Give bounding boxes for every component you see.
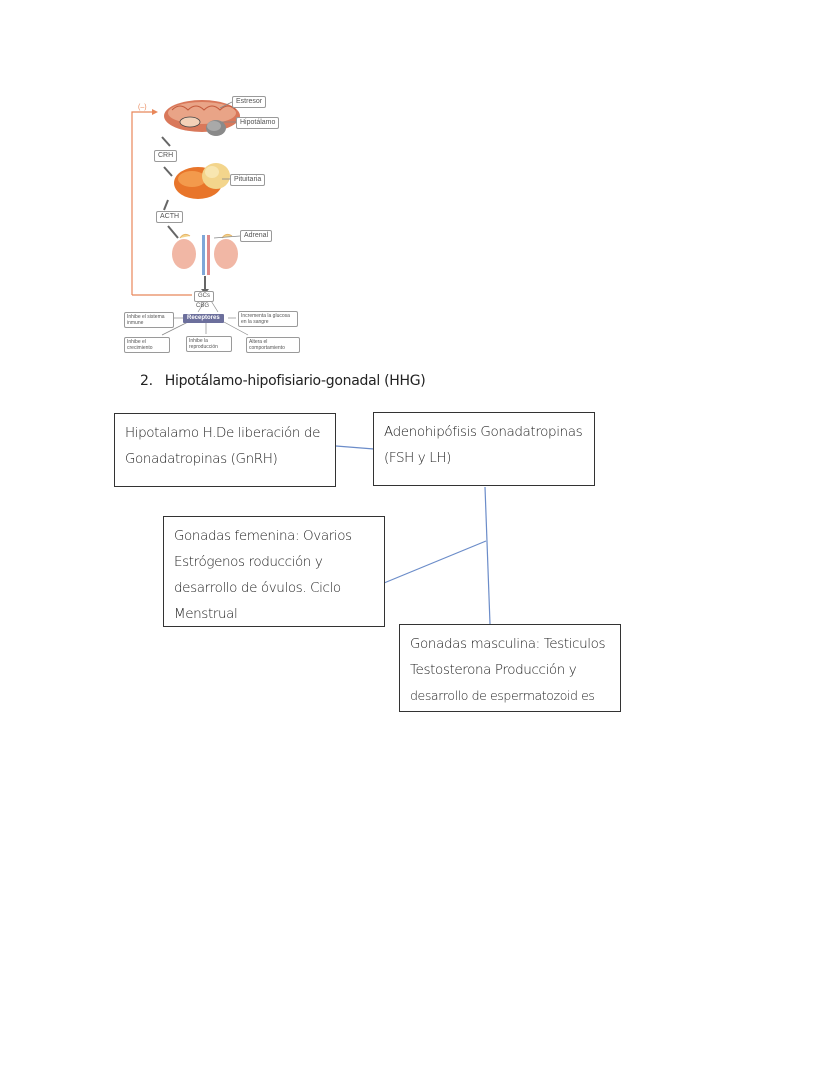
- box-femenina-line-3: desarrollo de óvulos. Ciclo: [174, 580, 341, 596]
- feedback-sign: (–): [138, 104, 147, 111]
- section-heading: 2. Hipotálamo-hipofisiario-gonadal (HHG): [140, 373, 426, 389]
- box-hipotalamo-line-2: Gonadatropinas (GnRH): [125, 451, 278, 467]
- connector-hipotalamo-adenohipofisis: [335, 445, 375, 450]
- hpa-axis-figure: (–) Estresor Hipotálamo CRH Pituitaria A…: [110, 90, 310, 356]
- label-estresor: Estresor: [232, 96, 267, 108]
- box-hipotalamo: Hipotalamo H.De liberación de Gonadatrop…: [114, 413, 336, 487]
- effect-inhibe-sistema-inmune: Inhibe el sistema inmune: [124, 312, 174, 328]
- box-adenohipofisis-line-1: Adenohipófisis Gonadatropinas: [384, 424, 583, 440]
- label-cbg: CBG: [196, 303, 210, 309]
- label-acth: ACTH: [156, 211, 184, 223]
- negative-feedback-line: [131, 111, 152, 295]
- label-hipotalamo: Hipotálamo: [236, 117, 280, 129]
- box-gonadas-femenina: Gonadas femenina: Ovarios Estrógenos rod…: [163, 516, 385, 627]
- receptores-badge: Receptores: [183, 314, 224, 323]
- hpa-diagram-graphic: [131, 100, 249, 336]
- section-number: 2.: [140, 373, 153, 389]
- box-femenina-line-2: Estrógenos roducción y: [174, 554, 323, 570]
- box-masculina-line-3: desarrollo de espermatozoid es: [410, 688, 595, 703]
- box-masculina-line-2: Testosterona Producción y: [410, 662, 577, 678]
- box-femenina-line-1: Gonadas femenina: Ovarios: [174, 528, 352, 544]
- box-femenina-line-4: Menstrual: [174, 606, 238, 622]
- connector-adenohipofisis-masculina: [484, 486, 491, 625]
- effect-inhibe-reproduccion: Inhibe la reproducción: [186, 336, 232, 352]
- label-crh: CRH: [154, 150, 178, 162]
- connector-femenina-branch: [383, 540, 487, 584]
- box-gonadas-masculina: Gonadas masculina: Testiculos Testostero…: [399, 624, 621, 712]
- adrenal-kidney-icon: [172, 233, 238, 275]
- label-leaders: [213, 101, 241, 239]
- effect-altera-comportamiento: Altera el comportamiento: [246, 337, 300, 353]
- brain-icon: [164, 100, 240, 136]
- pituitary-icon: [174, 163, 230, 199]
- box-adenohipofisis: Adenohipófisis Gonadatropinas (FSH y LH): [373, 412, 595, 486]
- box-masculina-line-1: Gonadas masculina: Testiculos: [410, 636, 606, 652]
- feedback-arrowhead: [152, 109, 158, 115]
- box-hipotalamo-line-1: Hipotalamo H.De liberación de: [125, 425, 320, 441]
- effect-incrementa-glucosa: Incrementa la glucosa en la sangre: [238, 311, 298, 327]
- label-pituitaria: Pituitaria: [230, 174, 266, 186]
- box-adenohipofisis-line-2: (FSH y LH): [384, 450, 452, 466]
- label-gcs: GCs: [194, 291, 214, 302]
- section-title: Hipotálamo-hipofisiario-gonadal (HHG): [164, 373, 426, 389]
- label-adrenal: Adrenal: [240, 230, 273, 242]
- effect-inhibe-crecimiento: Inhibe el crecimiento: [124, 337, 170, 353]
